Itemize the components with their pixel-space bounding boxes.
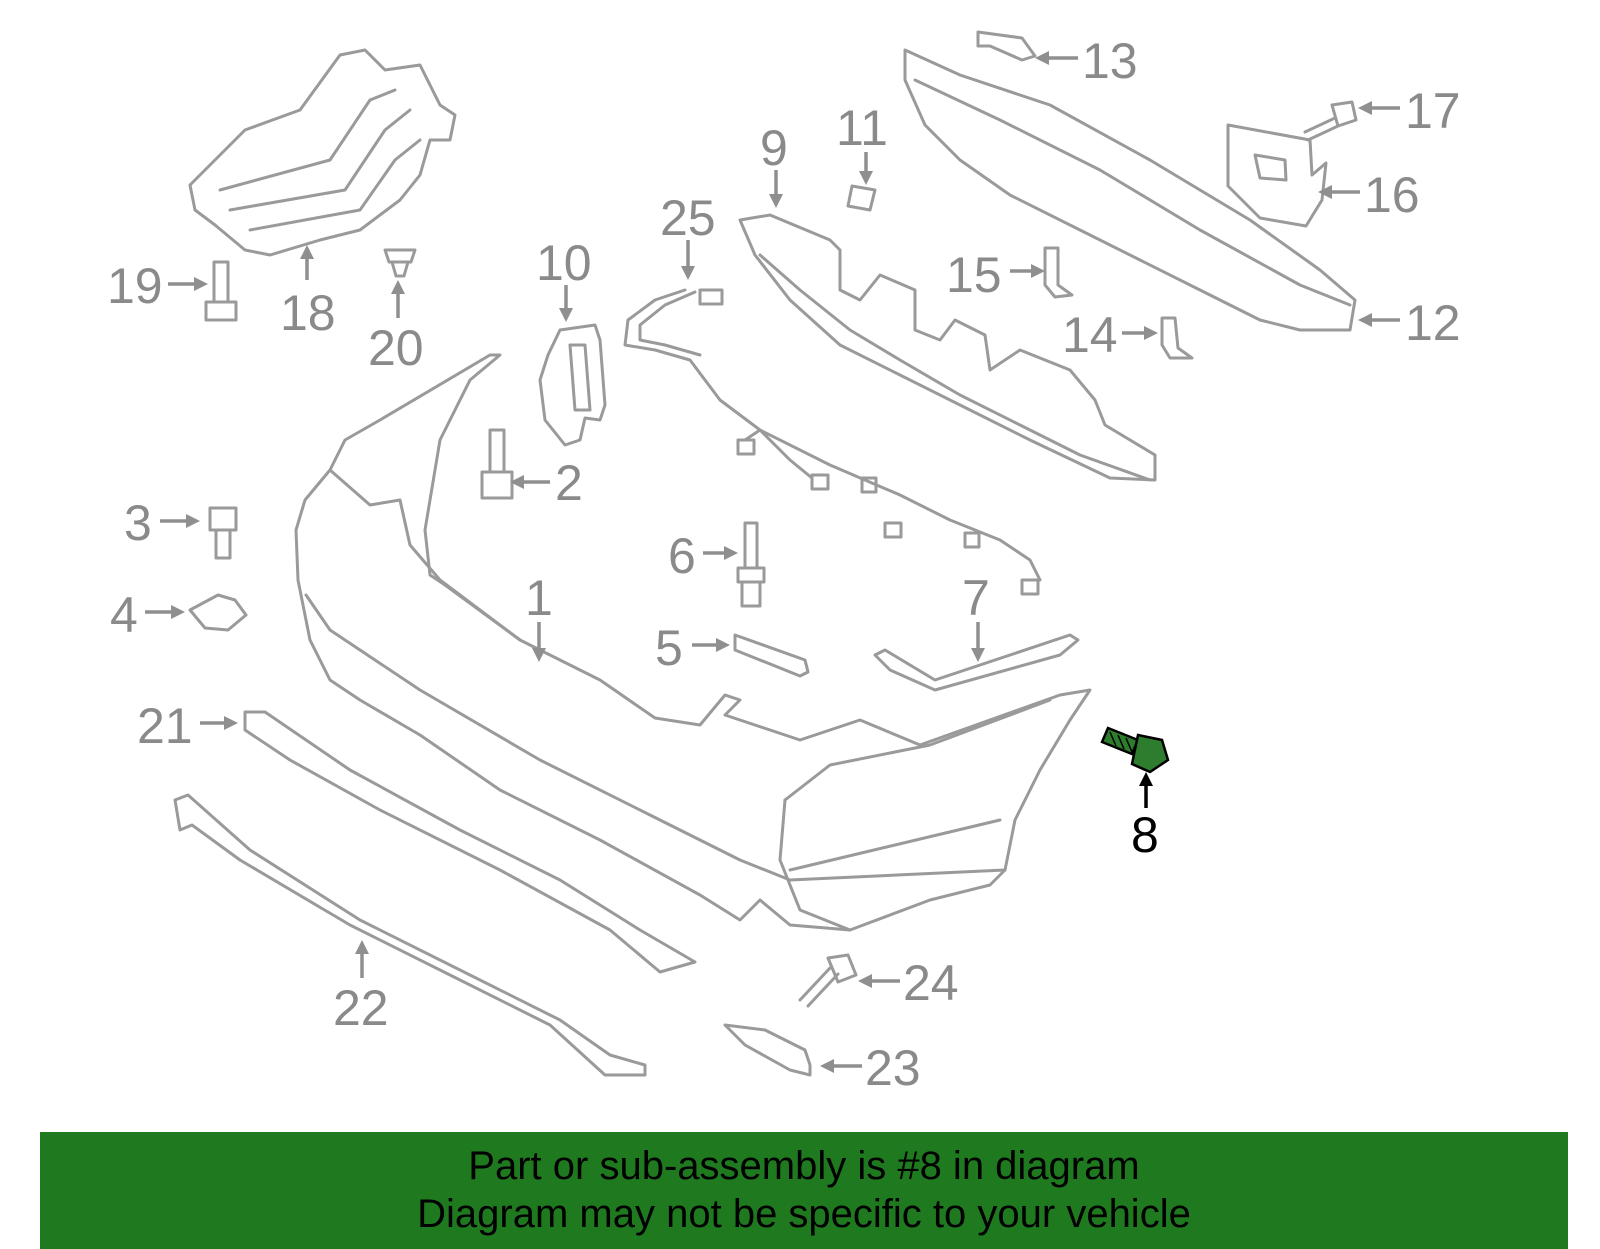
part-15-clip (1043, 246, 1074, 299)
callout-10: 10 (536, 235, 592, 291)
part-13-bracket (976, 30, 1037, 62)
callout-15: 15 (946, 247, 1002, 303)
callout-11: 11 (836, 100, 888, 156)
callout-8: 8 (1131, 807, 1159, 863)
info-banner: Part or sub-assembly is #8 in diagram Di… (40, 1132, 1568, 1249)
callout-9: 9 (760, 120, 788, 176)
banner-part-line: Part or sub-assembly is #8 in diagram (468, 1144, 1140, 1188)
part-19-bolt (204, 260, 238, 322)
part-12-reinforcement (903, 48, 1357, 332)
part-23-reflector (723, 1023, 812, 1077)
part-16-bracket (1226, 123, 1328, 228)
callout-20: 20 (368, 320, 424, 376)
part-8-bolt-highlighted (1100, 726, 1170, 774)
part-5-strip (733, 633, 810, 678)
part-3-bolt (208, 506, 238, 560)
part-6-stud (736, 521, 766, 608)
part-17-bolt (1303, 100, 1358, 142)
part-2-bolt (480, 428, 514, 500)
callout-22: 22 (333, 980, 389, 1036)
part-24-bolt (798, 953, 858, 1008)
callout-25: 25 (660, 190, 716, 246)
callout-18: 18 (280, 285, 336, 341)
part-21-lower-valance (243, 710, 697, 974)
callout-7: 7 (962, 570, 990, 626)
part-22-lower-trim (173, 793, 647, 1077)
callout-21: 21 (137, 698, 193, 754)
callout-19: 19 (107, 258, 163, 314)
callout-23: 23 (865, 1040, 921, 1096)
callout-17: 17 (1405, 83, 1461, 139)
callout-24: 24 (903, 955, 959, 1011)
part-25-wiring-harness (623, 288, 1042, 596)
part-10-bracket (538, 323, 607, 447)
callout-labels: 1 2 3 4 5 6 7 8 9 10 11 12 13 14 15 16 1… (107, 33, 1461, 1096)
callout-14: 14 (1062, 307, 1118, 363)
part-4-bracket (188, 593, 248, 632)
part-9-absorber (738, 213, 1157, 482)
part-20-clip (383, 248, 417, 278)
part-1-bumper-cover (294, 353, 1092, 932)
part-11-label (846, 184, 877, 212)
parts-diagram: 1 2 3 4 5 6 7 8 9 10 11 12 13 14 15 16 1… (107, 30, 1461, 1096)
callout-2: 2 (555, 455, 583, 511)
callout-5: 5 (655, 620, 683, 676)
part-14-clip (1160, 316, 1194, 360)
callout-4: 4 (110, 587, 138, 643)
callout-6: 6 (668, 528, 696, 584)
callout-1: 1 (525, 570, 553, 626)
callout-13: 13 (1082, 33, 1138, 89)
part-7-molding (873, 633, 1080, 692)
callout-16: 16 (1364, 167, 1420, 223)
banner-disclaimer-line: Diagram may not be specific to your vehi… (417, 1192, 1191, 1236)
part-18-shield (188, 48, 457, 257)
callout-12: 12 (1405, 295, 1461, 351)
callout-3: 3 (124, 495, 152, 551)
leader-arrows (145, 51, 1400, 1073)
